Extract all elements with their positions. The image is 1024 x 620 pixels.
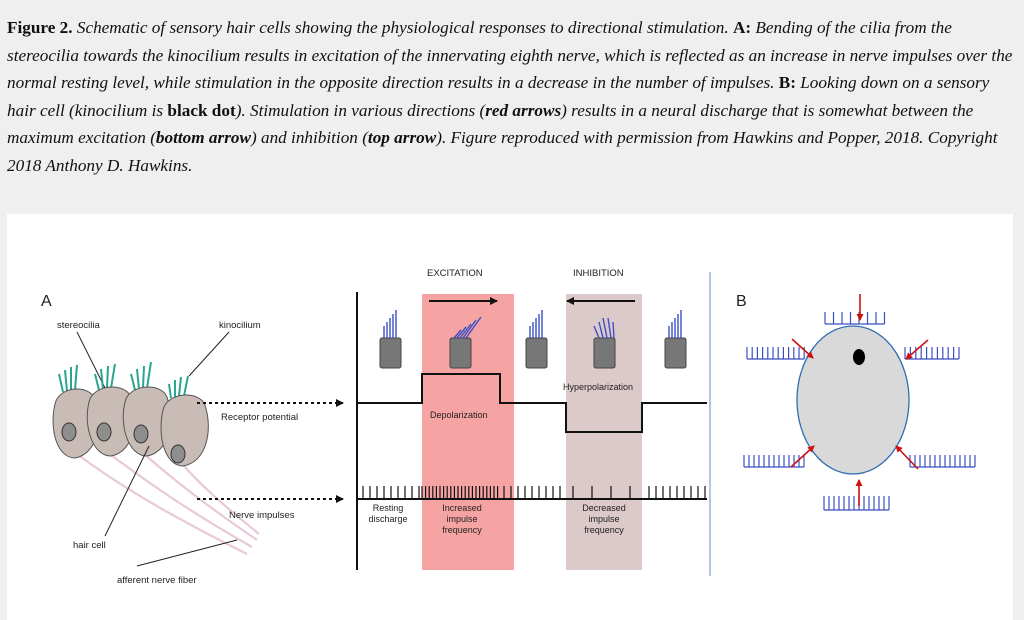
caption-text-1: Schematic of sensory hair cells showing … [72,18,733,37]
figure-svg: A stereocilia kinocilium [41,268,976,586]
kinocilium-label: kinocilium [219,320,261,331]
caption-text-4: ). Stimulation in various directions ( [235,100,486,120]
hair-cell-top-view [796,325,910,475]
decreased-label-3: frequency [584,525,624,535]
decreased-label-1: Decreased [582,503,626,513]
stereocilia-label: stereocilia [57,320,100,331]
hair-cell-3-cilia [130,361,152,391]
hair-cell-4-cilia [168,375,189,399]
hair-cell-4 [160,375,209,467]
caption-top-arrow: top arrow [367,128,437,147]
excitation-label: EXCITATION [427,268,483,279]
caption-text-3: Looking down on a sensory hair cell (kin… [7,73,990,120]
hair-cell-2-cilia [94,363,116,391]
caption-b-label: B: [778,73,796,92]
kinocilium-dot [853,349,865,365]
hair-cell-pointer [104,445,150,537]
afferent-nerve-fiber-label: afferent nerve fiber [117,575,197,586]
inhibition-label: INHIBITION [573,268,624,279]
caption-text-7: ). Figure reproduced with permission fro… [7,128,998,175]
increased-label-3: frequency [442,525,482,535]
depolarization-label: Depolarization [430,410,488,420]
caption-black-dot: black dot [167,100,236,120]
stereocilia-tick-row [743,455,805,468]
hair-cell-1 [52,364,99,459]
caption-text-6: ) and inhibition ( [250,128,368,147]
stereocilia-tick-row [824,312,886,325]
cell-icon-rest-1 [379,310,402,369]
receptor-potential-trace [357,373,707,433]
stereocilia-tick-row [823,496,890,511]
kinocilium-pointer [188,331,230,377]
receptor-potential-label: Receptor potential [221,412,298,423]
hair-cell-3 [122,361,171,457]
resting-label-2: discharge [368,514,407,524]
increased-label-1: Increased [442,503,482,513]
red-arrow-upper-left [791,338,814,359]
afferent-pointer [136,539,238,567]
red-arrow-upper-right [905,339,929,360]
decreased-label-2: impulse [588,514,619,524]
nerve-impulse-spikes [362,486,706,499]
caption-a-label: A: [732,18,752,37]
afferent-nerve-fibers [76,451,260,555]
impulse-labels: Resting discharge Increased impulse freq… [368,503,625,535]
caption-text-2: Bending of the cilia from the stereocili… [7,18,1013,92]
increased-label-2: impulse [446,514,477,524]
hair-cell-group [52,361,209,467]
hair-cell-2 [86,363,135,457]
cell-icon-inhibition [593,317,616,369]
red-arrow-lower-left [790,445,815,468]
nerve-impulses-label: Nerve impulses [229,510,295,521]
hyperpolarization-label: Hyperpolarization [563,382,633,392]
caption-text-5: ) results in a neural discharge that is … [7,100,974,148]
cell-icon-rest-3 [664,310,687,369]
figure-panel: A stereocilia kinocilium [7,214,1013,620]
cell-icon-excitation [449,316,482,369]
resting-label-1: Resting [373,503,404,513]
stimulation-arrows [790,294,929,506]
hair-cell-1-cilia [58,364,78,393]
figure-caption: Figure 2. Schematic of sensory hair cell… [7,14,1017,179]
red-arrow-lower-right [895,445,919,470]
hair-cell-label: hair cell [73,540,106,551]
stereocilia-tick-row [746,347,805,360]
stereocilia-tick-groups [743,312,976,511]
caption-red-arrows: red arrows [485,100,562,120]
cell-icon-rest-2 [525,310,548,369]
figure-label: Figure 2. [7,18,73,37]
caption-bottom-arrow: bottom arrow [155,128,251,147]
panel-b-label: B [736,293,747,310]
stereocilia-tick-row [909,455,976,468]
panel-a-label: A [41,293,52,310]
